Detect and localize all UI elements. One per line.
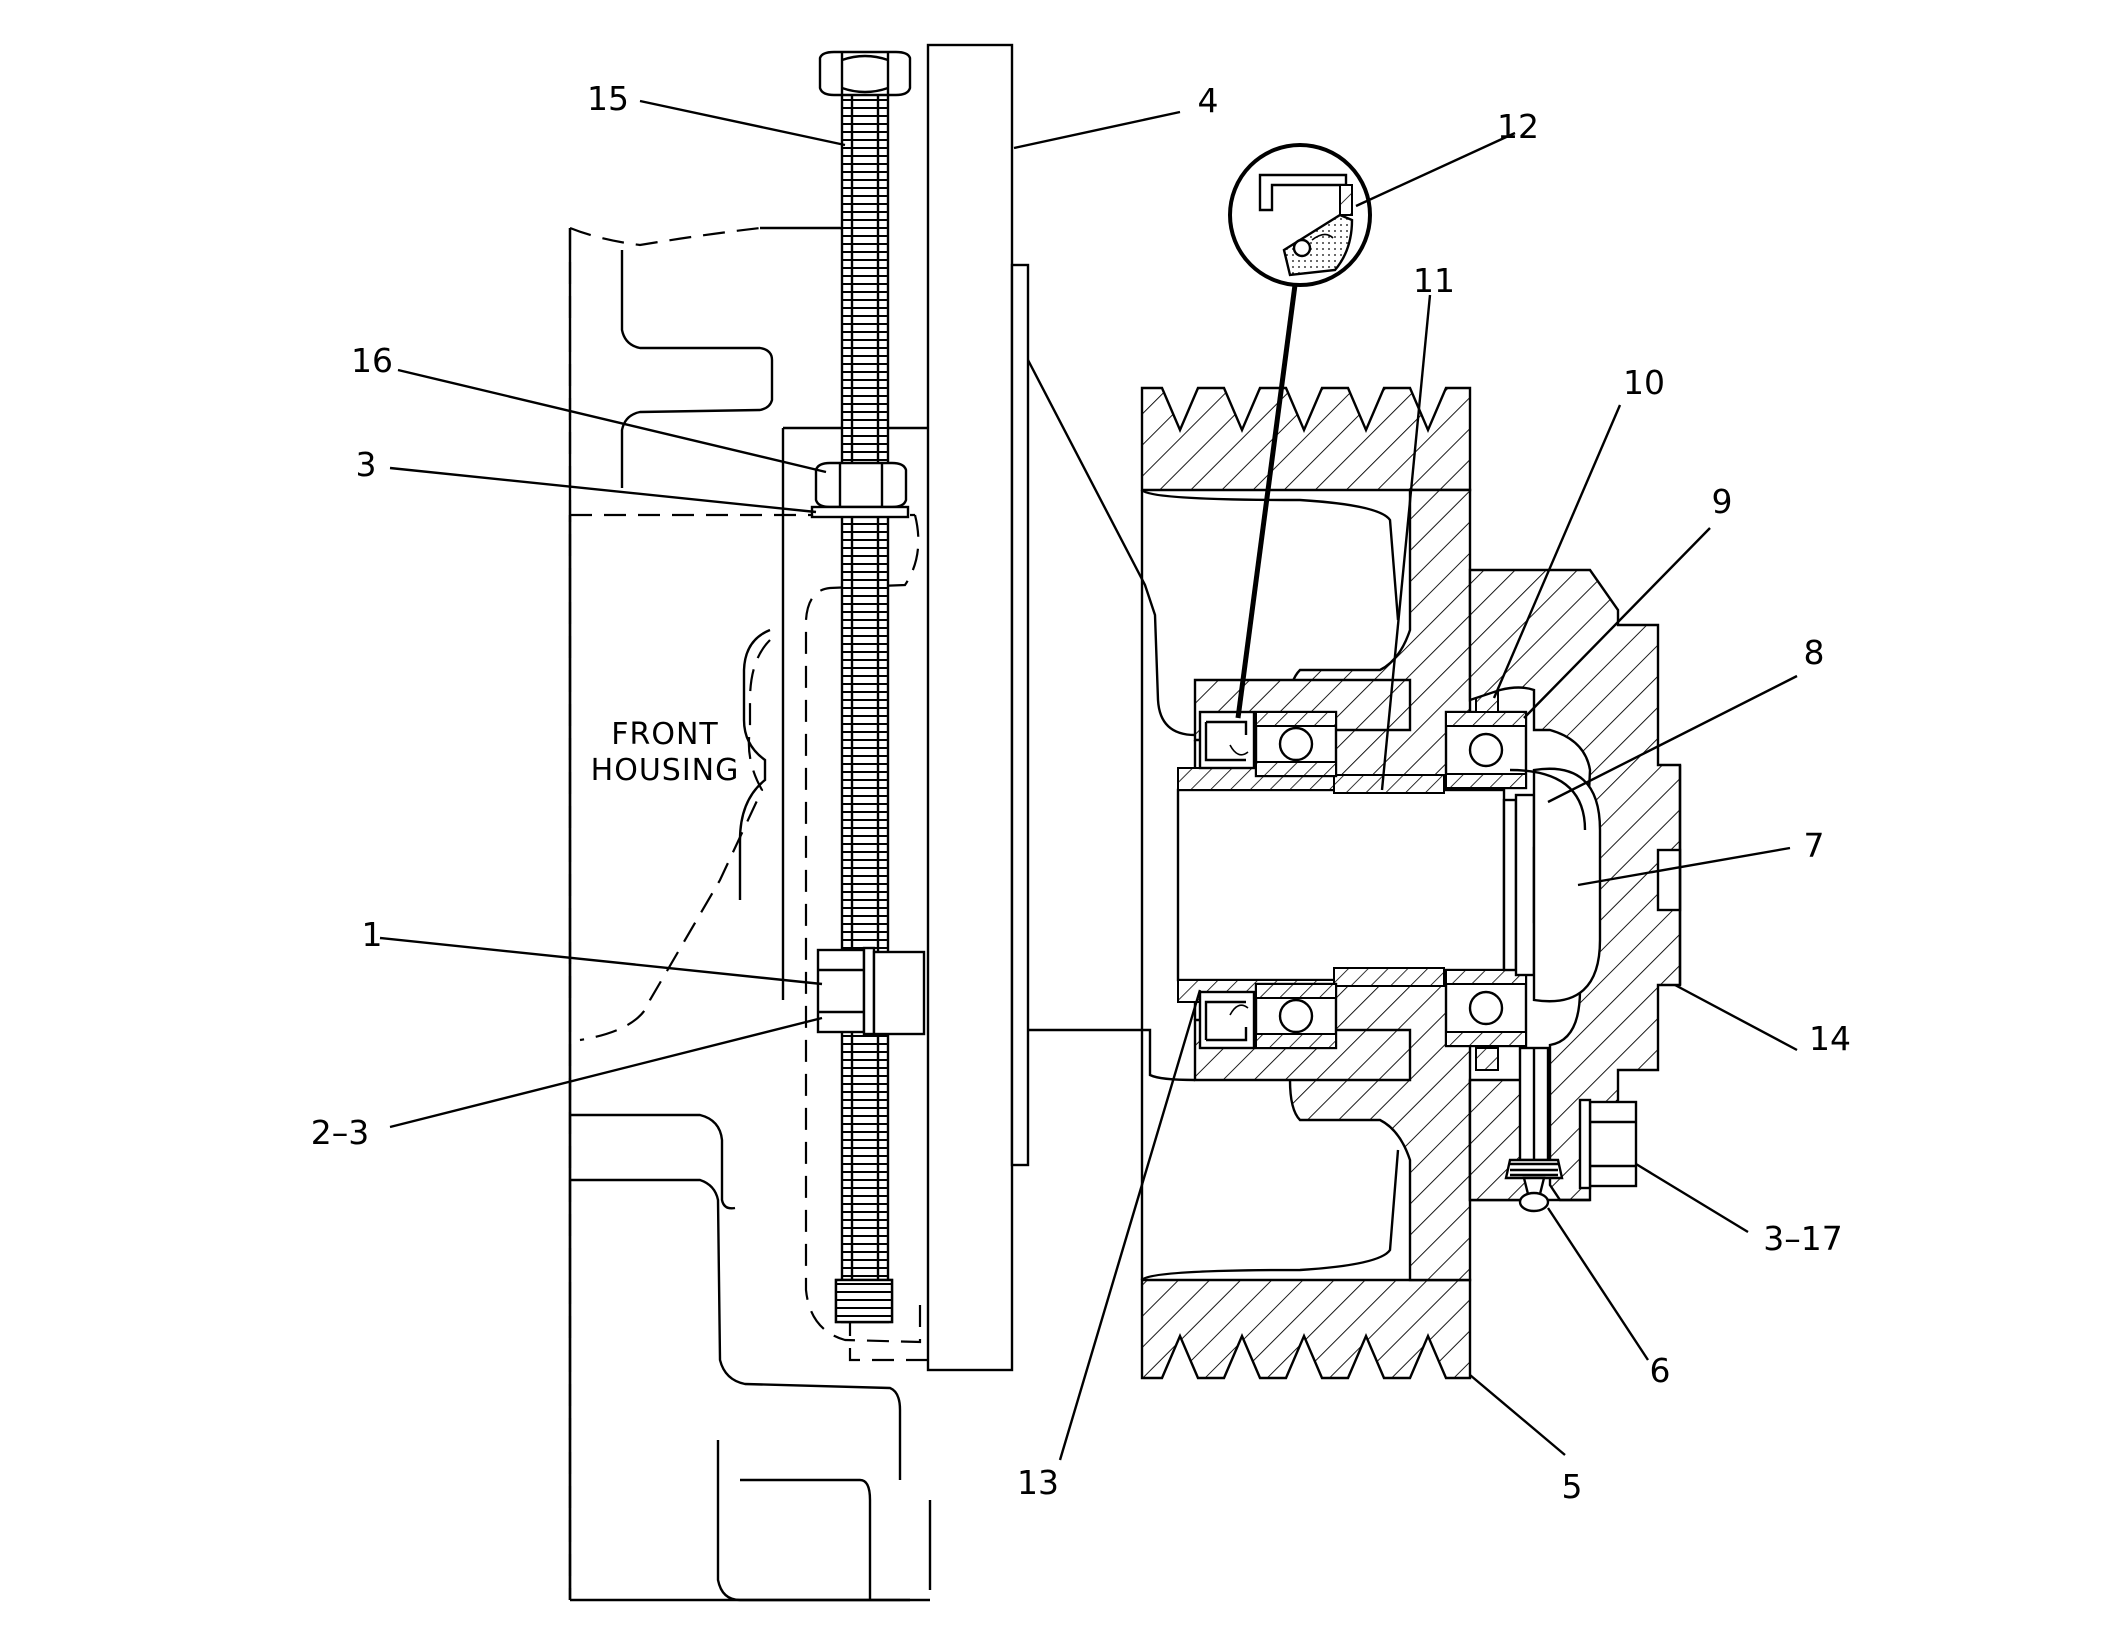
callout-1: 1 — [362, 915, 383, 954]
spacer — [1333, 774, 1445, 987]
seal-bottom — [1198, 990, 1256, 1050]
top-hex-nut — [818, 50, 912, 97]
leader-lines — [379, 99, 1798, 1461]
front-housing-label: FRONT HOUSING — [591, 717, 740, 788]
shaft — [1176, 767, 1506, 1003]
housing-label-line1: FRONT — [611, 717, 718, 752]
callout-14: 14 — [1809, 1019, 1851, 1058]
callout-15: 15 — [587, 79, 629, 118]
callout-4: 4 — [1198, 81, 1219, 120]
callout-8: 8 — [1804, 633, 1825, 672]
puller-plate — [926, 43, 1030, 1372]
right-bearing-bottom — [1444, 968, 1528, 1048]
grease-fitting — [1504, 1046, 1564, 1213]
lower-bolt — [816, 946, 926, 1036]
callout-6: 6 — [1650, 1351, 1671, 1390]
washer — [810, 505, 910, 519]
callout-3: 3 — [356, 445, 377, 484]
callout-3-17: 3–17 — [1763, 1219, 1843, 1258]
callout-5: 5 — [1562, 1467, 1583, 1506]
seal-top — [1198, 710, 1256, 770]
cover-housing — [1468, 568, 1682, 1202]
callout-13: 13 — [1017, 1463, 1059, 1502]
callout-12: 12 — [1497, 107, 1539, 146]
cover-bolt — [1578, 1098, 1638, 1190]
callout-9: 9 — [1712, 482, 1733, 521]
callout-16: 16 — [351, 341, 393, 380]
callout-11: 11 — [1413, 261, 1455, 300]
housing-label-line2: HOUSING — [591, 753, 740, 788]
o-ring-bottom — [1475, 1047, 1499, 1071]
callout-2-3: 2–3 — [311, 1113, 370, 1152]
forcing-screw — [834, 90, 894, 1324]
left-bearing-top — [1254, 710, 1338, 778]
callout-10: 10 — [1623, 363, 1665, 402]
retainer-plate — [1502, 793, 1536, 977]
jam-nut — [814, 461, 908, 509]
callout-7: 7 — [1804, 826, 1825, 865]
left-bearing-bottom — [1254, 982, 1338, 1050]
callout-labels: 15 4 12 11 10 9 8 7 14 3–17 6 5 13 16 3 … — [311, 79, 1851, 1506]
front-housing-phantom — [568, 226, 1006, 1602]
pulley-hub-outline — [1026, 359, 1196, 1082]
right-bearing-top — [1444, 710, 1528, 790]
seal-detail-view — [1228, 143, 1372, 719]
